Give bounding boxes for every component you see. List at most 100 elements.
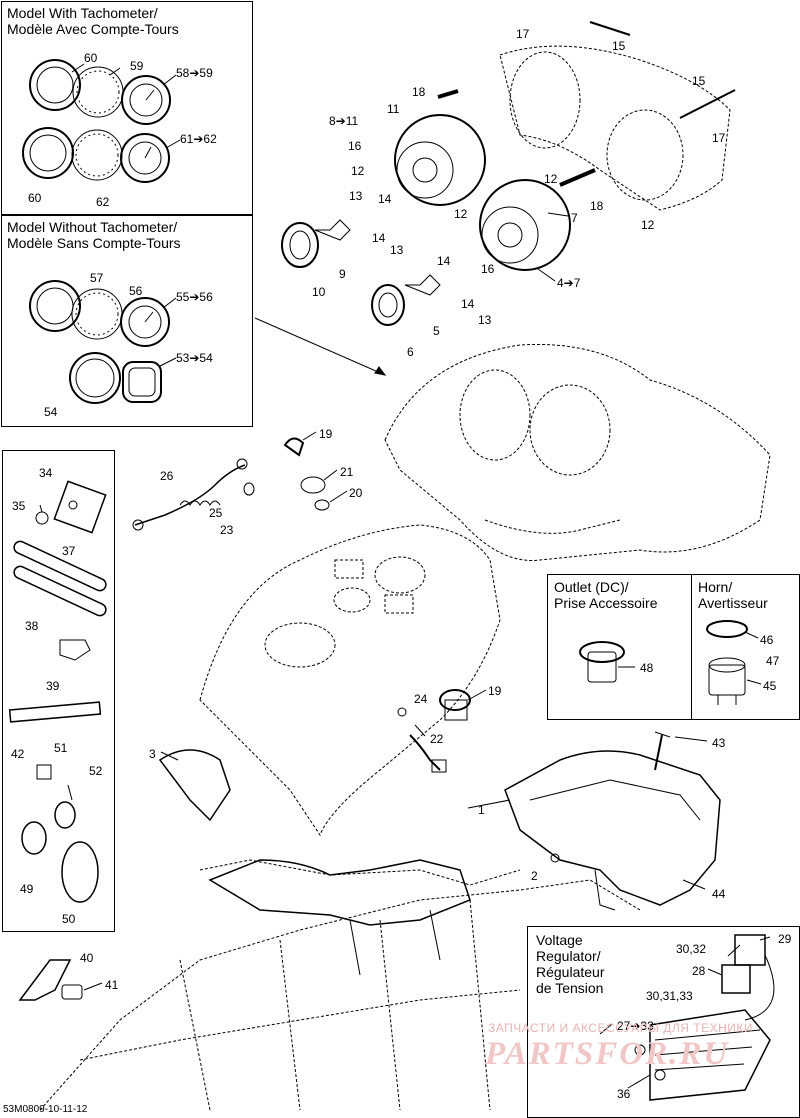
callout-c13c: 13 [478, 313, 492, 327]
callout-c17a: 17 [516, 27, 530, 41]
callout-c14c: 14 [437, 254, 451, 268]
switch-parts [398, 690, 470, 772]
inset-title-line3: Régulateur [536, 964, 605, 980]
diagram-code: 53M0809-10-11-12 [3, 1104, 88, 1115]
callout-c50: 50 [62, 912, 76, 926]
callout-c27: 27➔33 [617, 1019, 654, 1033]
callout-c13a: 13 [349, 189, 363, 203]
inset-title-line2: Modèle Avec Compte-Tours [7, 21, 179, 37]
callout-c35: 35 [12, 499, 26, 513]
inset-title-line1: Outlet (DC)/ [554, 579, 629, 595]
callout-c30a: 30,32 [676, 942, 707, 956]
callout-c60a: 60 [84, 51, 98, 65]
callout-c42: 42 [11, 747, 25, 761]
callout-c12b: 12 [544, 172, 558, 186]
callout-c54: 54 [44, 405, 58, 419]
mounting-bracket [505, 751, 720, 910]
inset-title-line2: Prise Accessoire [554, 595, 658, 611]
callout-c56: 56 [129, 284, 143, 298]
callout-c9: 9 [339, 267, 346, 281]
callout-c47: 47 [766, 654, 780, 668]
callout-c13b: 13 [390, 243, 404, 257]
callout-c15a: 15 [612, 39, 626, 53]
inset-title-line2: Modèle Sans Compte-Tours [7, 235, 181, 251]
callout-c8: 8➔11 [329, 114, 359, 128]
callout-c49: 49 [20, 882, 34, 896]
callout-c41: 41 [105, 978, 119, 992]
callout-c48: 48 [640, 661, 654, 675]
callout-c46: 46 [760, 633, 774, 647]
callout-c19b: 19 [488, 684, 502, 698]
support-40-41 [20, 960, 82, 1000]
callout-c53: 53➔54 [176, 351, 213, 365]
callout-c30b: 30,31,33 [646, 989, 693, 1003]
callout-c43: 43 [712, 736, 726, 750]
callout-c57: 57 [90, 271, 104, 285]
callout-c21: 21 [340, 465, 354, 479]
steering-support [160, 750, 470, 975]
inset-title-line1: Voltage [536, 932, 583, 948]
callout-c15b: 15 [692, 74, 706, 88]
callout-c40: 40 [80, 951, 94, 965]
callout-c1: 1 [478, 803, 485, 817]
bolt-43 [655, 732, 670, 770]
callout-c18b: 18 [590, 199, 604, 213]
leader-lines [84, 213, 770, 1088]
middle-console-panel [200, 525, 500, 835]
callout-c23: 23 [220, 523, 234, 537]
callout-c14b: 14 [372, 231, 386, 245]
inset-title-line4: de Tension [536, 980, 604, 996]
callout-c38: 38 [25, 619, 39, 633]
callout-c25: 25 [209, 506, 223, 520]
callout-c3: 3 [149, 747, 156, 761]
callout-c36: 36 [617, 1087, 631, 1101]
callout-c51: 51 [54, 741, 68, 755]
callout-c11: 11 [387, 102, 400, 116]
gauge-housings-exploded [282, 22, 735, 325]
lower-frame [40, 860, 640, 1110]
watermark-logo: PARTSFOR.RU [485, 1036, 730, 1072]
callout-c52: 52 [89, 764, 103, 778]
callout-c44: 44 [712, 887, 726, 901]
gauge-set-without-tach [30, 281, 385, 403]
inset-without-tachometer: Model Without Tachometer/ Modèle Sans Co… [1, 215, 253, 427]
callout-c14d: 14 [461, 297, 475, 311]
callout-c6: 6 [407, 345, 414, 359]
callout-c58: 58➔59 [176, 66, 213, 80]
callout-c7: 7 [571, 211, 578, 225]
inset-accessories [2, 450, 115, 932]
callout-c12a: 12 [351, 164, 365, 178]
callout-c12c: 12 [454, 207, 468, 221]
callout-c39: 39 [46, 679, 60, 693]
callout-c16b: 16 [481, 262, 495, 276]
callout-c20: 20 [349, 486, 363, 500]
callout-c2: 2 [531, 869, 538, 883]
callout-c5: 5 [433, 324, 440, 338]
callout-c34: 34 [39, 466, 53, 480]
callout-c29: 29 [778, 932, 792, 946]
callout-c62: 62 [96, 195, 110, 209]
callout-c61: 61➔62 [180, 132, 217, 146]
inset-horn: Horn/ Avertisseur [691, 574, 800, 720]
inset-title-line1: Model With Tachometer/ [7, 5, 158, 21]
inset-title-line2: Avertisseur [698, 595, 768, 611]
accessory-parts [10, 481, 108, 902]
inset-title-line1: Model Without Tachometer/ [7, 219, 178, 235]
callout-c24: 24 [414, 692, 428, 706]
callout-c26: 26 [160, 469, 174, 483]
callout-c59: 59 [130, 59, 144, 73]
callout-c60b: 60 [28, 191, 42, 205]
inset-title-line2: Regulator/ [536, 948, 601, 964]
safety-lanyard-parts [133, 438, 329, 530]
upper-console-housing [385, 46, 770, 560]
callout-c37: 37 [62, 544, 76, 558]
callout-c45: 45 [763, 679, 777, 693]
callout-c55: 55➔56 [176, 290, 213, 304]
regulator-parts [635, 935, 774, 1100]
callout-c14a: 14 [378, 192, 392, 206]
watermark-tagline: ЗАПЧАСТИ И АКСЕССУАРЫ ДЛЯ ТЕХНИКИ [488, 1021, 753, 1035]
outlet-and-horn-parts [580, 621, 747, 705]
callout-c19a: 19 [319, 427, 333, 441]
gauge-set-with-tach [23, 60, 180, 182]
